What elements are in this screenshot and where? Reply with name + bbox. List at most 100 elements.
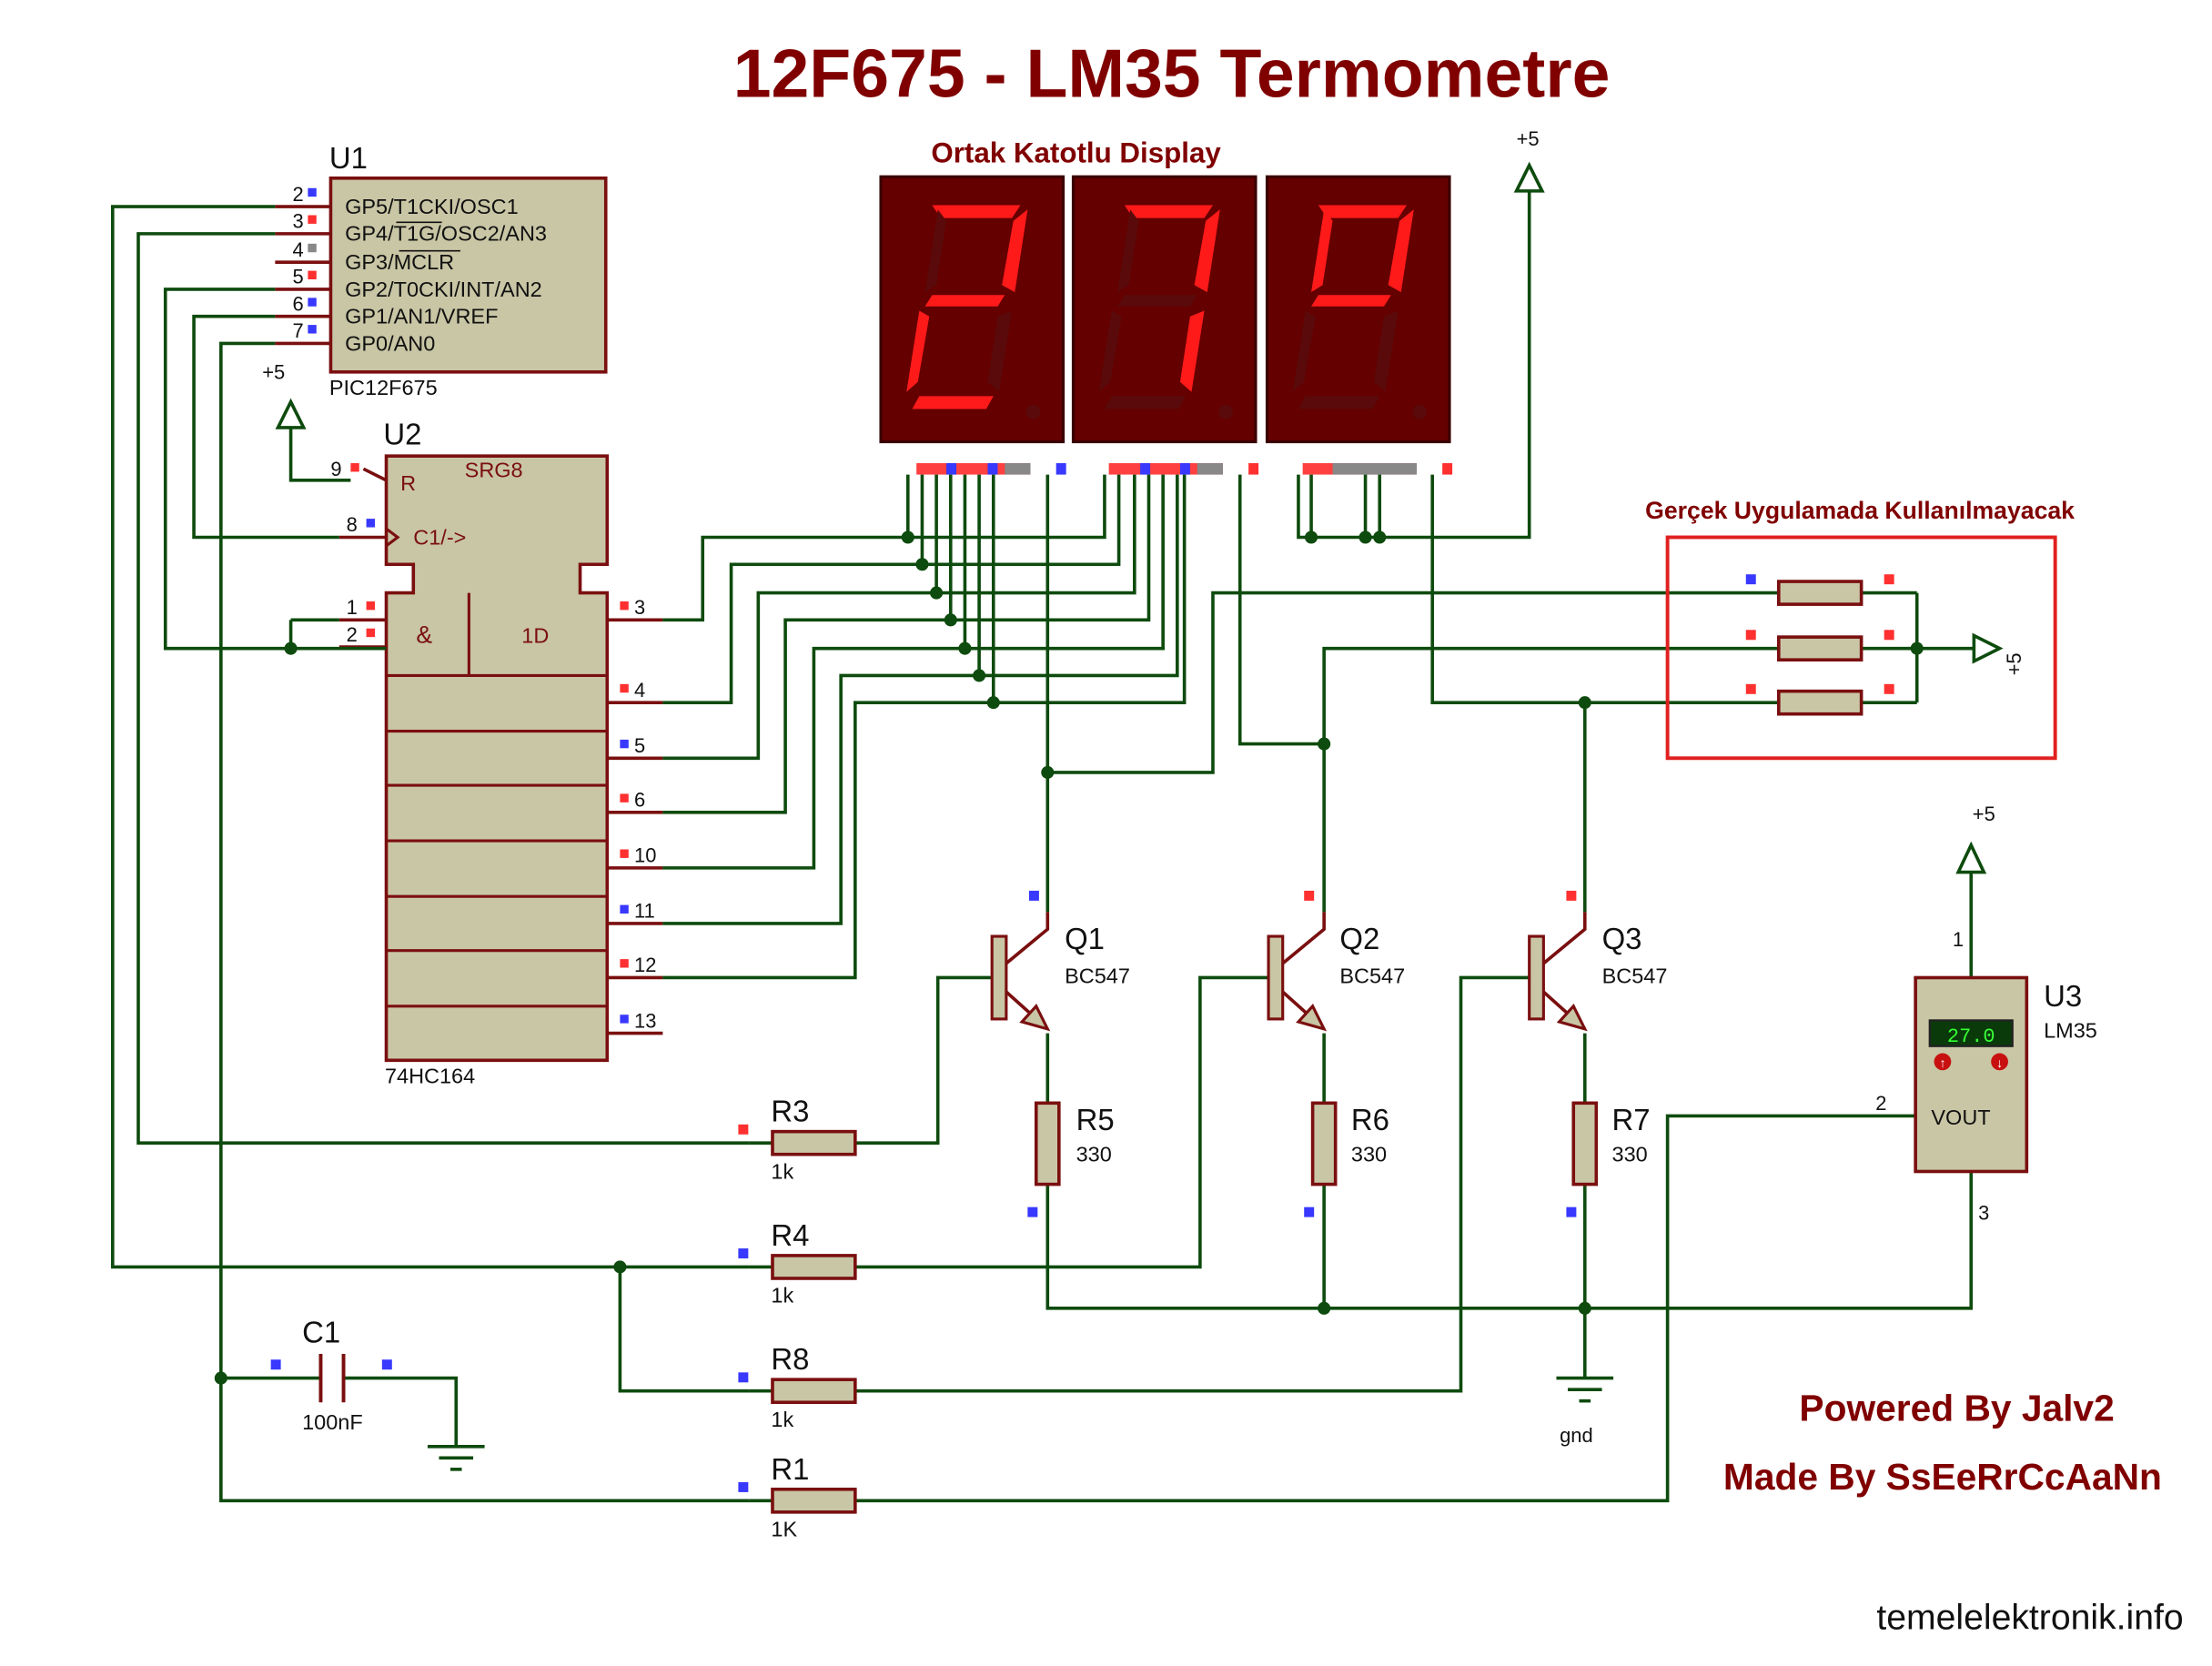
u2-func: SRG8: [465, 459, 523, 482]
u1-pin-name-gp2: GP2/T0CKI/INT/AN2: [345, 278, 542, 301]
r6-ref: R6: [1351, 1103, 1389, 1136]
c1-ref: C1: [302, 1315, 340, 1348]
u1-pin-num-2: 2: [292, 183, 303, 206]
u2-and-label: &: [416, 621, 432, 648]
u2-pin-13: 13: [634, 1009, 656, 1032]
r1-value: 1K: [771, 1517, 797, 1540]
website-label: temelelektronik.info: [1876, 1598, 2183, 1637]
down-arrow-icon[interactable]: ↓: [1996, 1055, 2003, 1070]
supply-label-u2: +5: [262, 361, 285, 384]
capacitor-c1: C1 100nF: [270, 1315, 392, 1434]
r4-value: 1k: [771, 1284, 793, 1308]
r3-value: 1k: [771, 1159, 793, 1183]
transistor-q3: Q3 BC547: [1528, 890, 1668, 1032]
u2-pin-9: 9: [330, 458, 341, 480]
u2-pin-2: 2: [347, 623, 358, 646]
display-digit-1: 2: [0, 0, 1, 1]
u1-pin-num-7: 7: [292, 319, 303, 342]
u3-pin-1: 1: [1953, 928, 1964, 951]
u1-pin-num-3: 3: [292, 210, 303, 233]
u1-chip: U1 PIC12F675 GP5/T1CKI/OSC1 GP4/T1G/OSC2…: [275, 141, 608, 399]
u2-clock-label: C1/->: [413, 525, 466, 549]
u1-part: PIC12F675: [329, 376, 438, 399]
resistor-r3: R3 1k: [738, 1095, 857, 1183]
r6-value: 330: [1351, 1143, 1387, 1166]
display-digit-2: 7: [0, 0, 1, 1]
u1-pin-name-gp5: GP5/T1CKI/OSC1: [345, 195, 519, 218]
u1-pin-num-5: 5: [292, 266, 303, 288]
resistor-r4: R4 1k: [738, 1218, 857, 1308]
seven-segment-display-2: 7: [0, 0, 1258, 444]
u2-pin-4: 4: [634, 679, 645, 702]
credit-made: Made By SsEeRrCcAaNn: [1723, 1456, 2162, 1498]
lm35-reading: 27.0: [1947, 1025, 1995, 1048]
transistor-q2: Q2 BC547: [1267, 890, 1405, 1032]
u3-vout: VOUT: [1931, 1106, 1990, 1129]
u3-sensor: 27.0 ↑ ↓ VOUT U3 LM35 1 2 3: [1875, 928, 2097, 1225]
u2-chip: U2 SRG8 R C1/-> & 1D 74HC164: [330, 418, 663, 1087]
supply-label-display: +5: [1517, 127, 1540, 150]
resistor-r1: R1 1K: [738, 1452, 857, 1540]
transistor-q1: Q1 BC547: [990, 890, 1130, 1032]
u1-pin-name-gp3: GP3/MCLR: [345, 250, 454, 274]
u1-pin-num-6: 6: [292, 292, 303, 315]
r8-value: 1k: [771, 1408, 793, 1431]
resistor-r6: R6 330: [1304, 1101, 1389, 1217]
display-pin-strips: [916, 463, 1453, 475]
u2-pin-10: 10: [634, 844, 656, 867]
resistor-r8: R8 1k: [738, 1342, 857, 1431]
u2-pin-12: 12: [634, 954, 656, 976]
power-symbols: +5 +5 +5 +5 gnd: [262, 127, 2025, 1471]
u2-pin-11: 11: [634, 900, 655, 923]
notice-label: Gerçek Uygulamada Kullanılmayacak: [1645, 497, 2075, 524]
ground-label: gnd: [1560, 1424, 1593, 1447]
resistor-r5: R5 330: [1027, 1101, 1115, 1217]
u1-pin-name-gp1: GP1/AN1/VREF: [345, 305, 498, 328]
u1-pin-num-4: 4: [292, 238, 303, 261]
supply-label-lm35: +5: [1973, 803, 1995, 825]
u3-part: LM35: [2044, 1018, 2097, 1042]
q2-part: BC547: [1339, 964, 1405, 988]
seven-segment-display-1: 2: [0, 0, 1066, 444]
u3-pin-3: 3: [1978, 1202, 1989, 1225]
q2-ref: Q2: [1339, 922, 1379, 955]
u2-ref: U2: [383, 418, 421, 451]
notice-box: Gerçek Uygulamada Kullanılmayacak: [1645, 497, 2075, 761]
r8-ref: R8: [771, 1342, 809, 1376]
r5-value: 330: [1076, 1143, 1112, 1166]
c1-value: 100nF: [302, 1410, 363, 1434]
u3-pin-2: 2: [1875, 1092, 1886, 1115]
u2-data-label: 1D: [521, 623, 549, 647]
credit-powered: Powered By Jalv2: [1799, 1388, 2114, 1429]
u2-reset-label: R: [400, 471, 416, 495]
u1-pin-name-gp0: GP0/AN0: [345, 331, 435, 355]
q3-part: BC547: [1602, 964, 1668, 988]
r4-ref: R4: [771, 1218, 809, 1252]
r3-ref: R3: [771, 1095, 809, 1128]
u2-pin-8: 8: [347, 513, 358, 536]
junction-dots: [214, 530, 1924, 1385]
u2-part: 74HC164: [385, 1064, 475, 1087]
seven-segment-display-3: C: [0, 0, 1451, 444]
r7-value: 330: [1612, 1143, 1648, 1166]
u2-pin-5: 5: [634, 734, 645, 757]
q1-ref: Q1: [1065, 922, 1105, 955]
u1-pin-name-gp4: GP4/T1G/OSC2/AN3: [345, 222, 547, 246]
q3-ref: Q3: [1602, 922, 1642, 955]
r7-ref: R7: [1612, 1103, 1651, 1136]
display-caption: Ortak Katotlu Display: [931, 137, 1221, 169]
r5-ref: R5: [1076, 1103, 1115, 1136]
r1-ref: R1: [771, 1452, 809, 1486]
supply-label-test: +5: [2003, 652, 2025, 675]
u2-pin-3: 3: [634, 596, 645, 619]
u1-ref: U1: [329, 141, 368, 175]
u3-ref: U3: [2044, 979, 2082, 1013]
up-arrow-icon[interactable]: ↑: [1939, 1055, 1945, 1070]
resistor-r7: R7 330: [1566, 1101, 1651, 1217]
u2-pin-6: 6: [634, 789, 645, 812]
u2-pin-1: 1: [347, 596, 358, 619]
q1-part: BC547: [1065, 964, 1130, 988]
page-title: 12F675 - LM35 Termometre: [733, 35, 1611, 112]
display-digit-3: C: [0, 0, 1, 1]
